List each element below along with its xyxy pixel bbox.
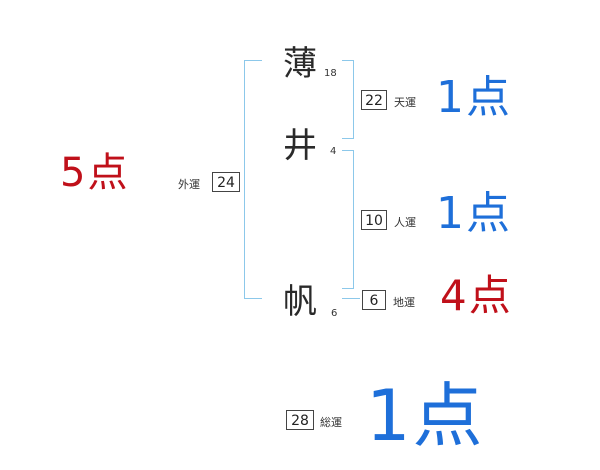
tenkaku-label: 天運 [394,96,416,109]
outer-bracket-vertical [244,60,245,298]
gaikaku-value-box: 24 [212,172,240,192]
name-char-2: 井 [283,126,317,166]
name-char-3-strokes: 6 [331,308,338,319]
chikaku-label: 地運 [393,296,415,309]
name-char-3: 帆 [283,282,317,322]
tenkaku-value-box: 22 [361,90,387,110]
soukaku-label: 総運 [320,416,342,429]
tenkaku-bracket-vertical [353,60,354,138]
gaikaku-score: 5点 [60,150,130,196]
jinkaku-bracket-vertical [353,150,354,288]
jinkaku-bracket-bottom [342,288,354,289]
jinkaku-value-box: 10 [361,210,387,230]
tenkaku-bracket-bottom [342,138,354,139]
chikaku-score: 4点 [440,271,513,320]
outer-bracket-top [244,60,262,61]
chikaku-connector [342,298,360,299]
jinkaku-bracket-top [342,150,354,151]
outer-bracket-bottom [244,298,262,299]
name-char-2-strokes: 4 [330,146,337,157]
jinkaku-label: 人運 [394,216,416,229]
gaikaku-label: 外運 [178,178,200,191]
chikaku-value-box: 6 [362,290,386,310]
name-char-1-strokes: 18 [324,68,337,79]
soukaku-value-box: 28 [286,410,314,430]
jinkaku-score: 1点 [436,188,512,239]
tenkaku-bracket-top [342,60,354,61]
tenkaku-score: 1点 [436,72,512,123]
name-char-1: 薄 [283,44,317,84]
soukaku-score: 1点 [366,375,485,457]
